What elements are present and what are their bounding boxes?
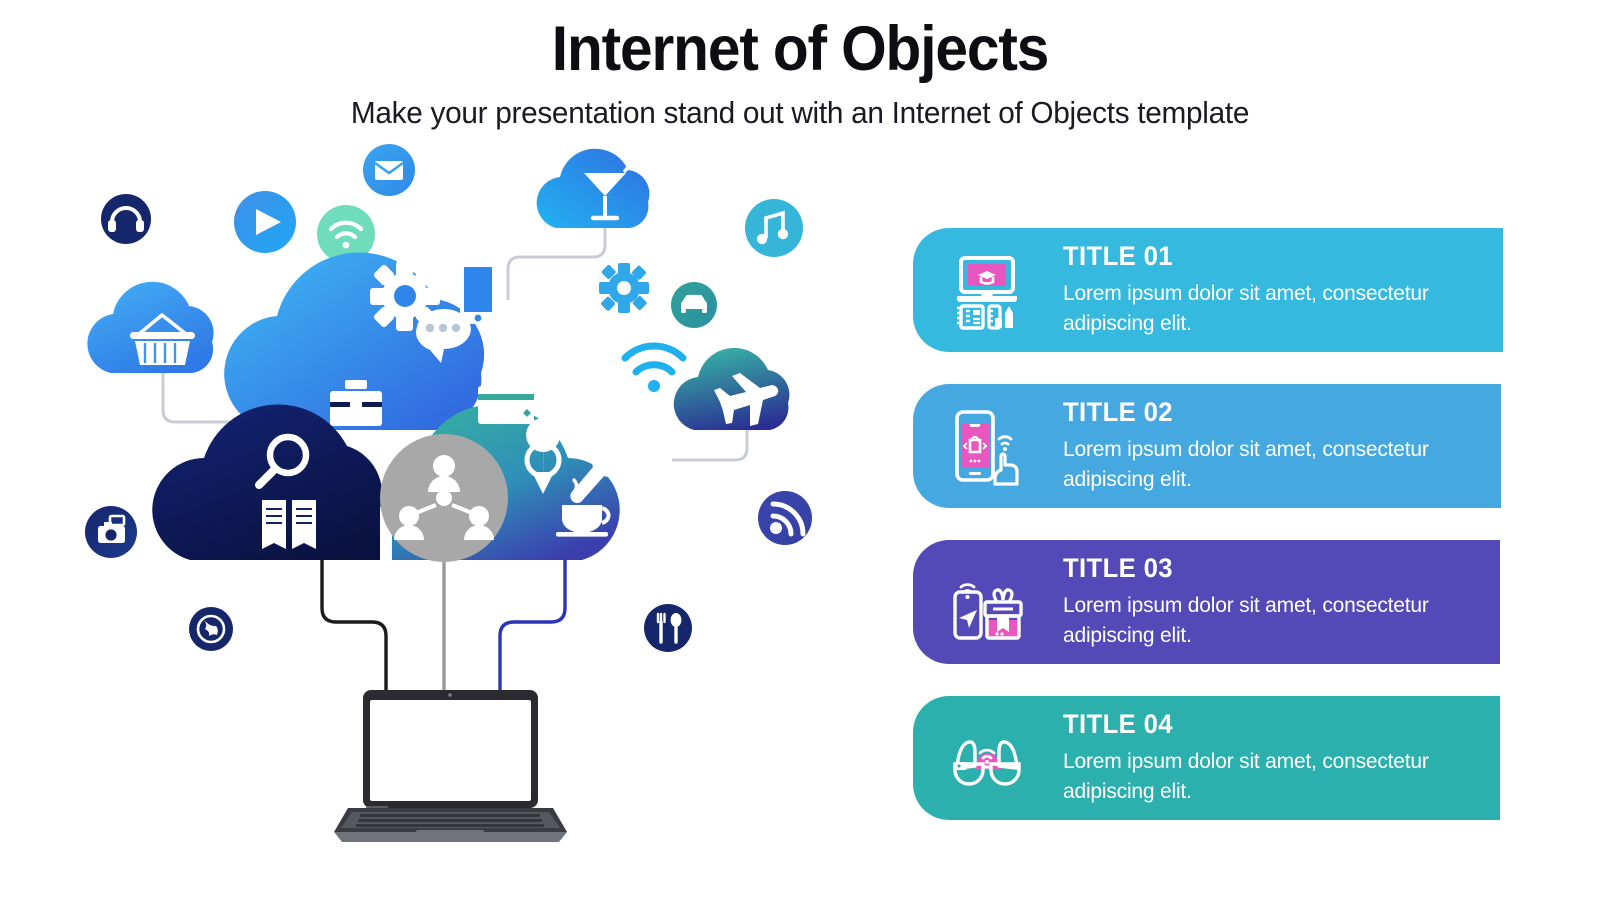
open-book-icon: [262, 500, 316, 549]
cloud-airplane: [673, 347, 790, 430]
card-description: Lorem ipsum dolor sit amet, consectetur …: [1063, 594, 1429, 647]
car-icon: [671, 282, 717, 328]
wrench-icon: [570, 446, 625, 504]
camera-icon: [85, 506, 137, 558]
page-subtitle: Make your presentation stand out with an…: [350, 95, 1250, 131]
laptop: [334, 690, 567, 842]
gear-standalone-icon: [599, 263, 649, 313]
feature-card-1[interactable]: TITLE 01 Lorem ipsum dolor sit amet, con…: [913, 228, 1503, 352]
mobile-navigation-gift-icon: [939, 554, 1035, 650]
music-note-icon: [745, 199, 803, 257]
globe-icon: [189, 607, 233, 651]
e-learning-laptop-icon: [939, 242, 1035, 338]
navy-cloud-left: [152, 380, 383, 560]
blue-cloud-main: [224, 252, 496, 430]
mobile-shopping-touch-icon: [939, 398, 1035, 494]
feature-card-list: TITLE 01 Lorem ipsum dolor sit amet, con…: [913, 228, 1513, 838]
feature-card-2[interactable]: TITLE 02 Lorem ipsum dolor sit amet, con…: [913, 384, 1501, 508]
cloud-cocktail: [536, 148, 650, 228]
iot-cloud-network-illustration: [0, 130, 880, 890]
page-title: Internet of Objects: [551, 14, 1050, 84]
header: Internet of Objects Make your presentati…: [0, 0, 1600, 130]
magnifier-icon: [255, 433, 310, 489]
map-pin-icon: [524, 418, 562, 494]
card-text-block: TITLE 03 Lorem ipsum dolor sit amet, con…: [1035, 553, 1473, 651]
cloud-basket: [87, 281, 214, 373]
play-button-icon: [234, 191, 296, 253]
coffee-cup-icon: [556, 478, 611, 537]
card-title: TITLE 02: [1063, 397, 1173, 428]
laptop-cables: [320, 560, 567, 702]
smartphone-icon: [460, 258, 496, 324]
connector-wires: [161, 225, 749, 462]
shopping-basket-icon: [130, 313, 195, 365]
card-title: TITLE 04: [1063, 709, 1173, 740]
envelope-icon: [363, 144, 415, 196]
card-description: Lorem ipsum dolor sit amet, consectetur …: [1063, 750, 1429, 803]
card-title: TITLE 01: [1063, 241, 1173, 272]
wifi-circle-icon: [317, 205, 375, 263]
airplane-icon: [714, 373, 779, 426]
feature-card-4[interactable]: TITLE 04 Lorem ipsum dolor sit amet, con…: [913, 696, 1500, 820]
fork-spoon-icon: [644, 604, 692, 652]
briefcase-icon: [330, 380, 382, 426]
card-text-block: TITLE 02 Lorem ipsum dolor sit amet, con…: [1035, 397, 1473, 495]
wifi-arcs-icon: [621, 342, 687, 392]
chat-bubble-icon: [415, 309, 471, 363]
social-network-icon: [380, 434, 508, 562]
card-description: Lorem ipsum dolor sit amet, consectetur …: [1063, 438, 1429, 491]
smart-glasses-wifi-icon: [939, 710, 1035, 806]
cocktail-glass-icon: [584, 151, 631, 221]
card-title: TITLE 03: [1063, 553, 1173, 584]
rss-signal-icon: [758, 491, 812, 545]
feature-card-3[interactable]: TITLE 03 Lorem ipsum dolor sit amet, con…: [913, 540, 1500, 664]
card-description: Lorem ipsum dolor sit amet, consectetur …: [1063, 282, 1429, 335]
credit-card-icon: [478, 386, 534, 424]
card-text-block: TITLE 04 Lorem ipsum dolor sit amet, con…: [1035, 709, 1473, 807]
card-text-block: TITLE 01 Lorem ipsum dolor sit amet, con…: [1035, 241, 1473, 339]
headphones-icon: [101, 194, 151, 244]
